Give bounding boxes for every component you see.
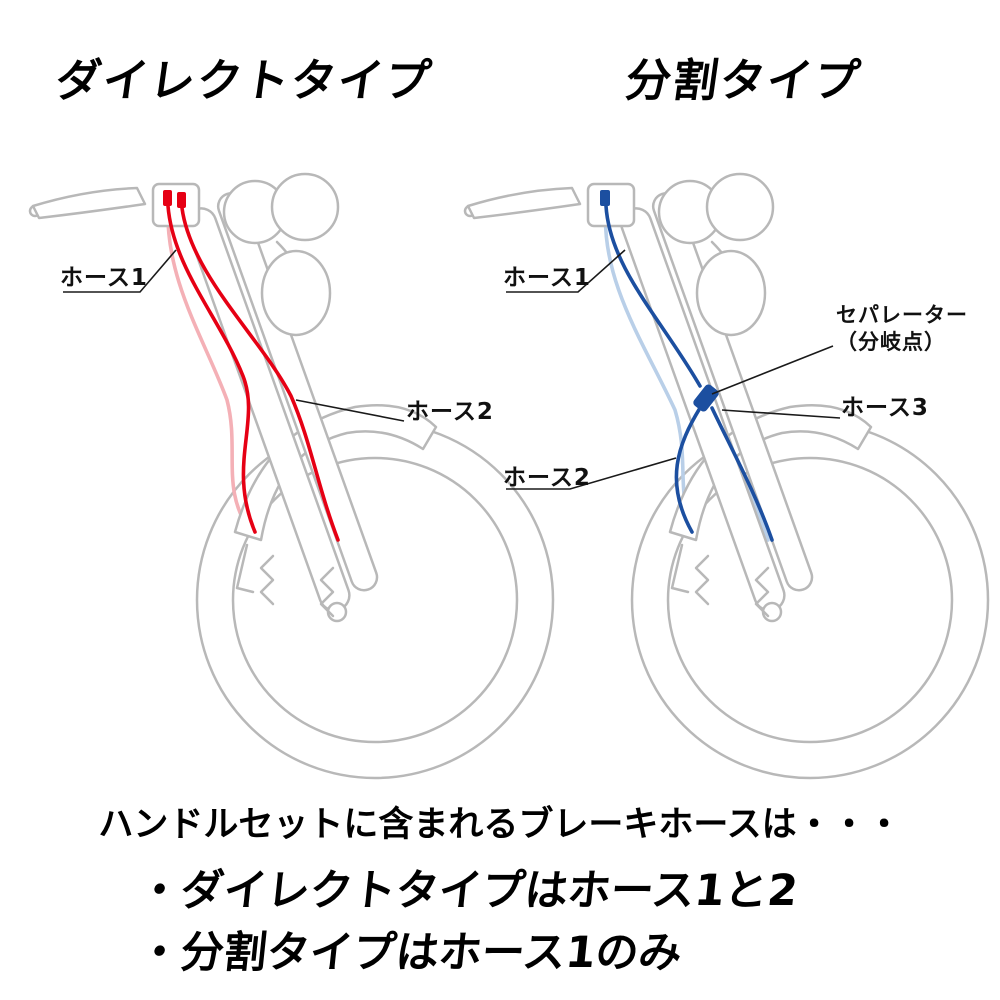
- footer-intro-text: ハンドルセットに含まれるブレーキホースは・・・: [98, 805, 902, 845]
- brake-caliper-left: [694, 554, 710, 606]
- banjo-fitting-1: [600, 190, 610, 206]
- hose-2-path: [180, 206, 340, 542]
- hose-2-path: [674, 406, 702, 534]
- fender-stay: [235, 543, 255, 594]
- leader-hose1-direct: [63, 249, 177, 293]
- fork-tube-rear: [651, 192, 814, 592]
- leader-hose3-split: [721, 409, 841, 419]
- label-hose1-direct: ホース1: [60, 265, 148, 291]
- leader-hose1-split: [506, 249, 626, 293]
- footer-bullet-split: ・分割タイプはホース1のみ: [135, 928, 685, 978]
- footer-bullet-direct: ・ダイレクトタイプはホース1と2: [135, 866, 801, 916]
- frame-hump-right: [270, 172, 340, 242]
- master-cylinder: [586, 182, 636, 228]
- label-hose3-split: ホース3: [841, 395, 929, 421]
- headstock-ring: [695, 249, 767, 337]
- label-hose2-direct: ホース2: [406, 399, 494, 425]
- separator-block: [693, 384, 719, 412]
- banjo-fitting-1: [163, 190, 172, 206]
- direct-type-diagram: [28, 172, 555, 780]
- label-hose2-split: ホース2: [503, 465, 591, 491]
- fender-stay: [670, 543, 690, 594]
- hose-hidden-1: [166, 204, 253, 534]
- banjo-fitting-2: [177, 192, 186, 208]
- hose-3-path: [710, 406, 774, 542]
- hose-1-path: [604, 204, 702, 388]
- label-separator: セパレーター （分岐点）: [836, 302, 968, 356]
- hose-1-path: [166, 204, 257, 534]
- brake-lever: [466, 186, 582, 220]
- fork-tube-rear: [216, 192, 379, 592]
- headstock-ring: [260, 249, 332, 337]
- label-separator-line1: セパレーター: [836, 303, 968, 327]
- brake-lever: [31, 186, 147, 220]
- split-type-diagram: [463, 172, 990, 780]
- brake-caliper-left: [259, 554, 275, 606]
- frame-hump-right: [705, 172, 775, 242]
- leader-hose2-split: [506, 457, 677, 490]
- front-fork: [184, 192, 379, 612]
- label-hose1-split: ホース1: [503, 265, 591, 291]
- label-separator-line2: （分岐点）: [836, 330, 946, 354]
- leader-hose2-direct: [295, 399, 405, 422]
- leader-separator: [711, 345, 834, 395]
- brake-caliper-right: [319, 566, 335, 618]
- brake-caliper-right: [754, 566, 770, 618]
